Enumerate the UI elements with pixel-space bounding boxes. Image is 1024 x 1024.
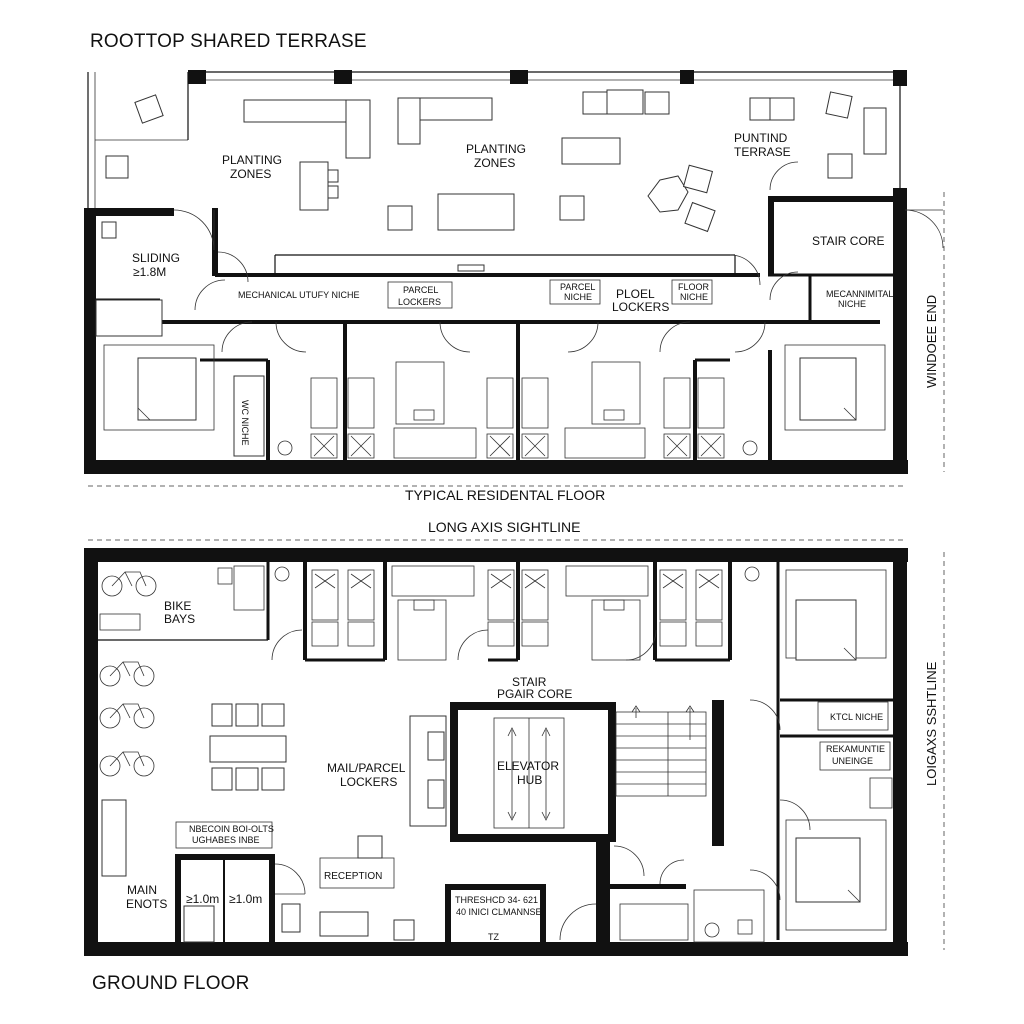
bike-icons (99, 571, 157, 777)
main-entry-l2: ENOTS (126, 897, 167, 911)
rooftop-title: ROOTTOP SHARED TERRASE (90, 31, 367, 52)
mail-parcel-l1: MAIL/PARCEL (327, 761, 406, 775)
ground-floor-plan: BIKE BAYS STAIR PGAIR CORE MAIL/PARCEL L… (84, 548, 945, 956)
mech-niche-l1: REKAMUNTIE (826, 744, 885, 754)
planting-zones-left-l1: PLANTING (222, 153, 282, 167)
stair-core-l1: STAIR (512, 675, 547, 689)
mech-niche-l2: UNEINGE (832, 756, 873, 766)
upper-floor-plan: WC NICHE (84, 70, 945, 541)
column (893, 70, 907, 86)
niche-box-l1: NBECOIN BOI-OLTS (189, 824, 274, 834)
stair (615, 705, 707, 797)
punting-terrase-l2: TERRASE (734, 145, 791, 159)
planting-zones-center-l1: PLANTING (466, 142, 526, 156)
column (334, 70, 352, 84)
main-entry-l1: MAIN (127, 883, 157, 897)
bike-bays-l2: BAYS (164, 612, 195, 626)
parcel-lockers-l2: LOCKERS (398, 297, 441, 307)
column (510, 70, 528, 84)
elevator-hub-l2: HUB (517, 773, 542, 787)
sliding-l1: SLIDING (132, 251, 180, 265)
stair-core-upper-label: STAIR CORE (812, 234, 884, 248)
mech-utility-niche-label: MECHANICAL UTUFY NICHE (238, 290, 360, 300)
entry-door-left-width: ≥1.0m (186, 892, 219, 906)
svg-text:WC NICHE: WC NICHE (240, 400, 250, 446)
floor-niche-l2: NICHE (680, 292, 708, 302)
bike-bays-l1: BIKE (164, 599, 191, 613)
rail-niche-label: KTCL NICHE (830, 712, 883, 722)
window-end-label: WINDOEE END (924, 295, 939, 388)
ploel-lockers-l2: LOCKERS (612, 300, 669, 314)
floor-niche-l1: FLOOR (678, 282, 710, 292)
parcel-niche-l1: PARCEL (560, 282, 595, 292)
planting-zones-left-l2: ZONES (230, 167, 271, 181)
typical-floor-title: TYPICAL RESIDENTAL FLOOR (405, 487, 605, 503)
parcel-niche-l2: NICHE (564, 292, 592, 302)
parcel-lockers-l1: PARCEL (403, 285, 438, 295)
mail-parcel-l2: LOCKERS (340, 775, 397, 789)
niche-box-l2: UGHABES INBE (192, 835, 260, 845)
threshold-l2: 40 INICI CLMANNSE (456, 907, 542, 917)
column (188, 70, 206, 84)
punting-terrase-l1: PUNTIND (734, 131, 788, 145)
reception-label: RECEPTION (324, 871, 382, 882)
tz-label: TZ (488, 932, 499, 942)
column (680, 70, 694, 84)
long-axis-title: LONG AXIS SIGHTLINE (428, 519, 581, 535)
elevator-hub-l1: ELEVATOR (497, 759, 559, 773)
ground-floor-title: GROUND FLOOR (92, 973, 250, 994)
sliding-l2: ≥1.8M (133, 265, 166, 279)
stair-core-l2: PGAIR CORE (497, 687, 572, 701)
long-axis-vertical-label: LOIGAXS SSHTLINE (924, 661, 939, 786)
mecanical-niche-l2: NICHE (838, 299, 866, 309)
threshold-l1: THRESHCD 34- 621 (455, 895, 538, 905)
ploel-lockers-l1: PLOEL (616, 287, 655, 301)
mecanical-niche-l1: MECANNIMITAL (826, 289, 893, 299)
entry-door-right-width: ≥1.0m (229, 892, 262, 906)
planting-zones-center-l2: ZONES (474, 156, 515, 170)
